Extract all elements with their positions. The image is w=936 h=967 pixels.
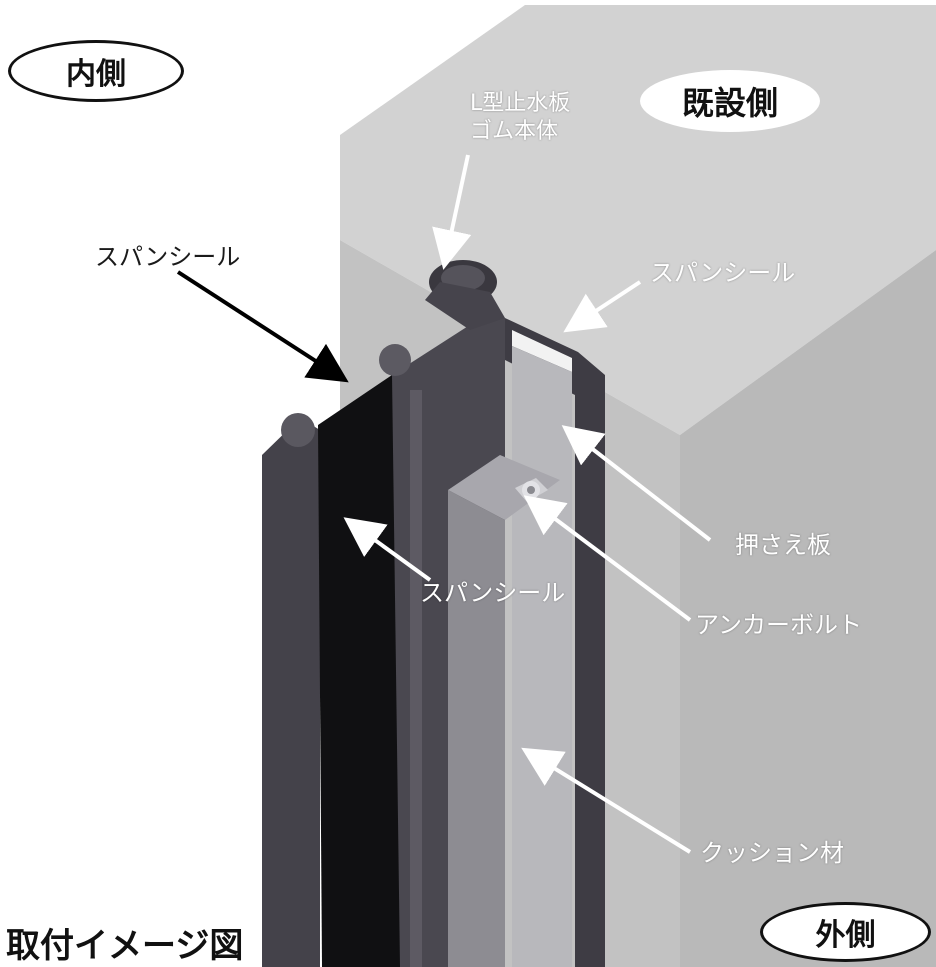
arrow-anchor-bolt	[523, 495, 692, 622]
anchor-bolt	[515, 478, 548, 502]
anchor-bolt-label: アンカーボルト	[695, 611, 863, 639]
press-plate	[512, 346, 572, 967]
arrow-l-waterstop	[432, 154, 472, 270]
figure-caption: 取付イメージ図	[6, 926, 244, 966]
span-seal-strip-left	[318, 375, 400, 967]
arrow-press-plate	[561, 425, 712, 542]
inner-side-label: 内側	[8, 40, 184, 102]
top-bead-left	[379, 344, 411, 376]
span-seal-left-label: スパンシール	[95, 243, 241, 271]
flange-bead	[281, 413, 315, 447]
span-seal-center-label: スパンシール	[420, 579, 566, 607]
cushion-label: クッション材	[700, 839, 844, 867]
press-plate-label: 押さえ板	[735, 531, 831, 559]
arrow-span-seal-right	[563, 280, 642, 333]
concrete-right-face	[680, 250, 936, 967]
inner-side-text: 内側	[66, 57, 126, 92]
l-waterstop-label: L型止水板 ゴム本体	[470, 91, 571, 144]
arrow-span-seal-left	[176, 270, 349, 383]
outer-side-text: 外側	[815, 918, 876, 953]
existing-side-label: 既設側	[640, 70, 820, 132]
callout-arrows	[176, 154, 712, 854]
span-seal-right-label: スパンシール	[650, 259, 796, 287]
arrow-cushion	[521, 747, 692, 854]
cushion-front	[448, 490, 505, 967]
outer-flange-left	[262, 418, 320, 967]
outer-side-label: 外側	[760, 902, 931, 962]
span-seal-strip-right	[512, 330, 572, 372]
existing-side-text: 既設側	[681, 84, 778, 122]
arrow-span-seal-center	[343, 517, 432, 582]
stem-highlight	[410, 390, 422, 967]
outer-flange-right	[505, 318, 605, 967]
waterstop-profile	[262, 260, 605, 967]
cushion-top	[448, 455, 560, 520]
